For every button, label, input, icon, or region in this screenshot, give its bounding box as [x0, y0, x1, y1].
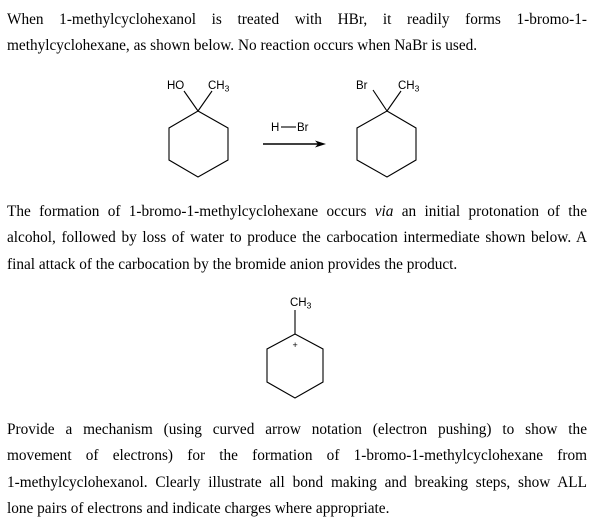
question-line-3: 1-methylcyclohexanol. Clearly illustrate… — [7, 470, 587, 496]
reactant-cyclohexane-ring — [168, 110, 229, 178]
carbocation-structure — [266, 310, 324, 399]
reactant-structure — [168, 90, 229, 178]
reaction-arrow-icon — [263, 140, 326, 148]
carbocation-methyl-label: CH3 — [290, 297, 312, 311]
mechanism-line-1-text: The formation of 1-bromo-1-methylcyclohe… — [7, 203, 587, 220]
reactant-hydroxyl-label: HO — [167, 80, 184, 92]
intro-paragraph: When 1-methylcyclohexanol is treated wit… — [7, 7, 587, 60]
carbocation-positive-charge: + — [293, 340, 298, 350]
mechanism-line-2: alcohol, followed by loss of water to pr… — [7, 225, 587, 251]
question-line-2: movement of electrons) for the formation… — [7, 443, 587, 469]
mechanism-line-2-text: alcohol, followed by loss of water to pr… — [7, 229, 587, 247]
product-br-bond — [372, 89, 388, 112]
mechanism-line-3: final attack of the carbocation by the b… — [7, 255, 458, 273]
question-line-1-text: Provide a mechanism (using curved arrow … — [7, 421, 587, 438]
reagent-h-label: H — [271, 122, 279, 134]
mechanism-line-1-part-a: The formation of 1-bromo-1-methylcyclohe… — [7, 203, 375, 220]
product-methyl-label: CH3 — [398, 80, 420, 94]
question-line-3-text: 1-methylcyclohexanol. Clearly illustrate… — [7, 473, 587, 491]
intro-line-1-text: When 1-methylcyclohexanol is treated wit… — [7, 11, 587, 28]
mechanism-paragraph: The formation of 1-bromo-1-methylcyclohe… — [7, 199, 587, 278]
intro-line-1: When 1-methylcyclohexanol is treated wit… — [7, 7, 587, 33]
question-line-1: Provide a mechanism (using curved arrow … — [7, 417, 587, 443]
question-line-4: lone pairs of electrons and indicate cha… — [7, 500, 390, 518]
question-line-2-text: movement of electrons) for the formation… — [7, 447, 587, 465]
product-structure — [356, 89, 417, 178]
reactant-oh-bond — [183, 90, 199, 112]
mechanism-line-1-part-b: an initial protonation of the — [393, 203, 587, 220]
carbocation-cyclohexane-ring — [266, 333, 324, 399]
reactant-methyl-label: CH3 — [208, 80, 230, 94]
intro-line-2: methylcyclohexane, as shown below. No re… — [7, 37, 478, 55]
product-cyclohexane-ring — [356, 110, 417, 178]
reagent-br-label: Br — [297, 122, 309, 134]
mechanism-via-italic: via — [374, 203, 394, 220]
question-paragraph: Provide a mechanism (using curved arrow … — [7, 417, 587, 523]
mechanism-line-1: The formation of 1-bromo-1-methylcyclohe… — [7, 199, 587, 225]
product-bromo-label: Br — [356, 80, 368, 92]
product-methyl-bond — [386, 90, 402, 112]
reactant-methyl-bond — [197, 90, 213, 112]
